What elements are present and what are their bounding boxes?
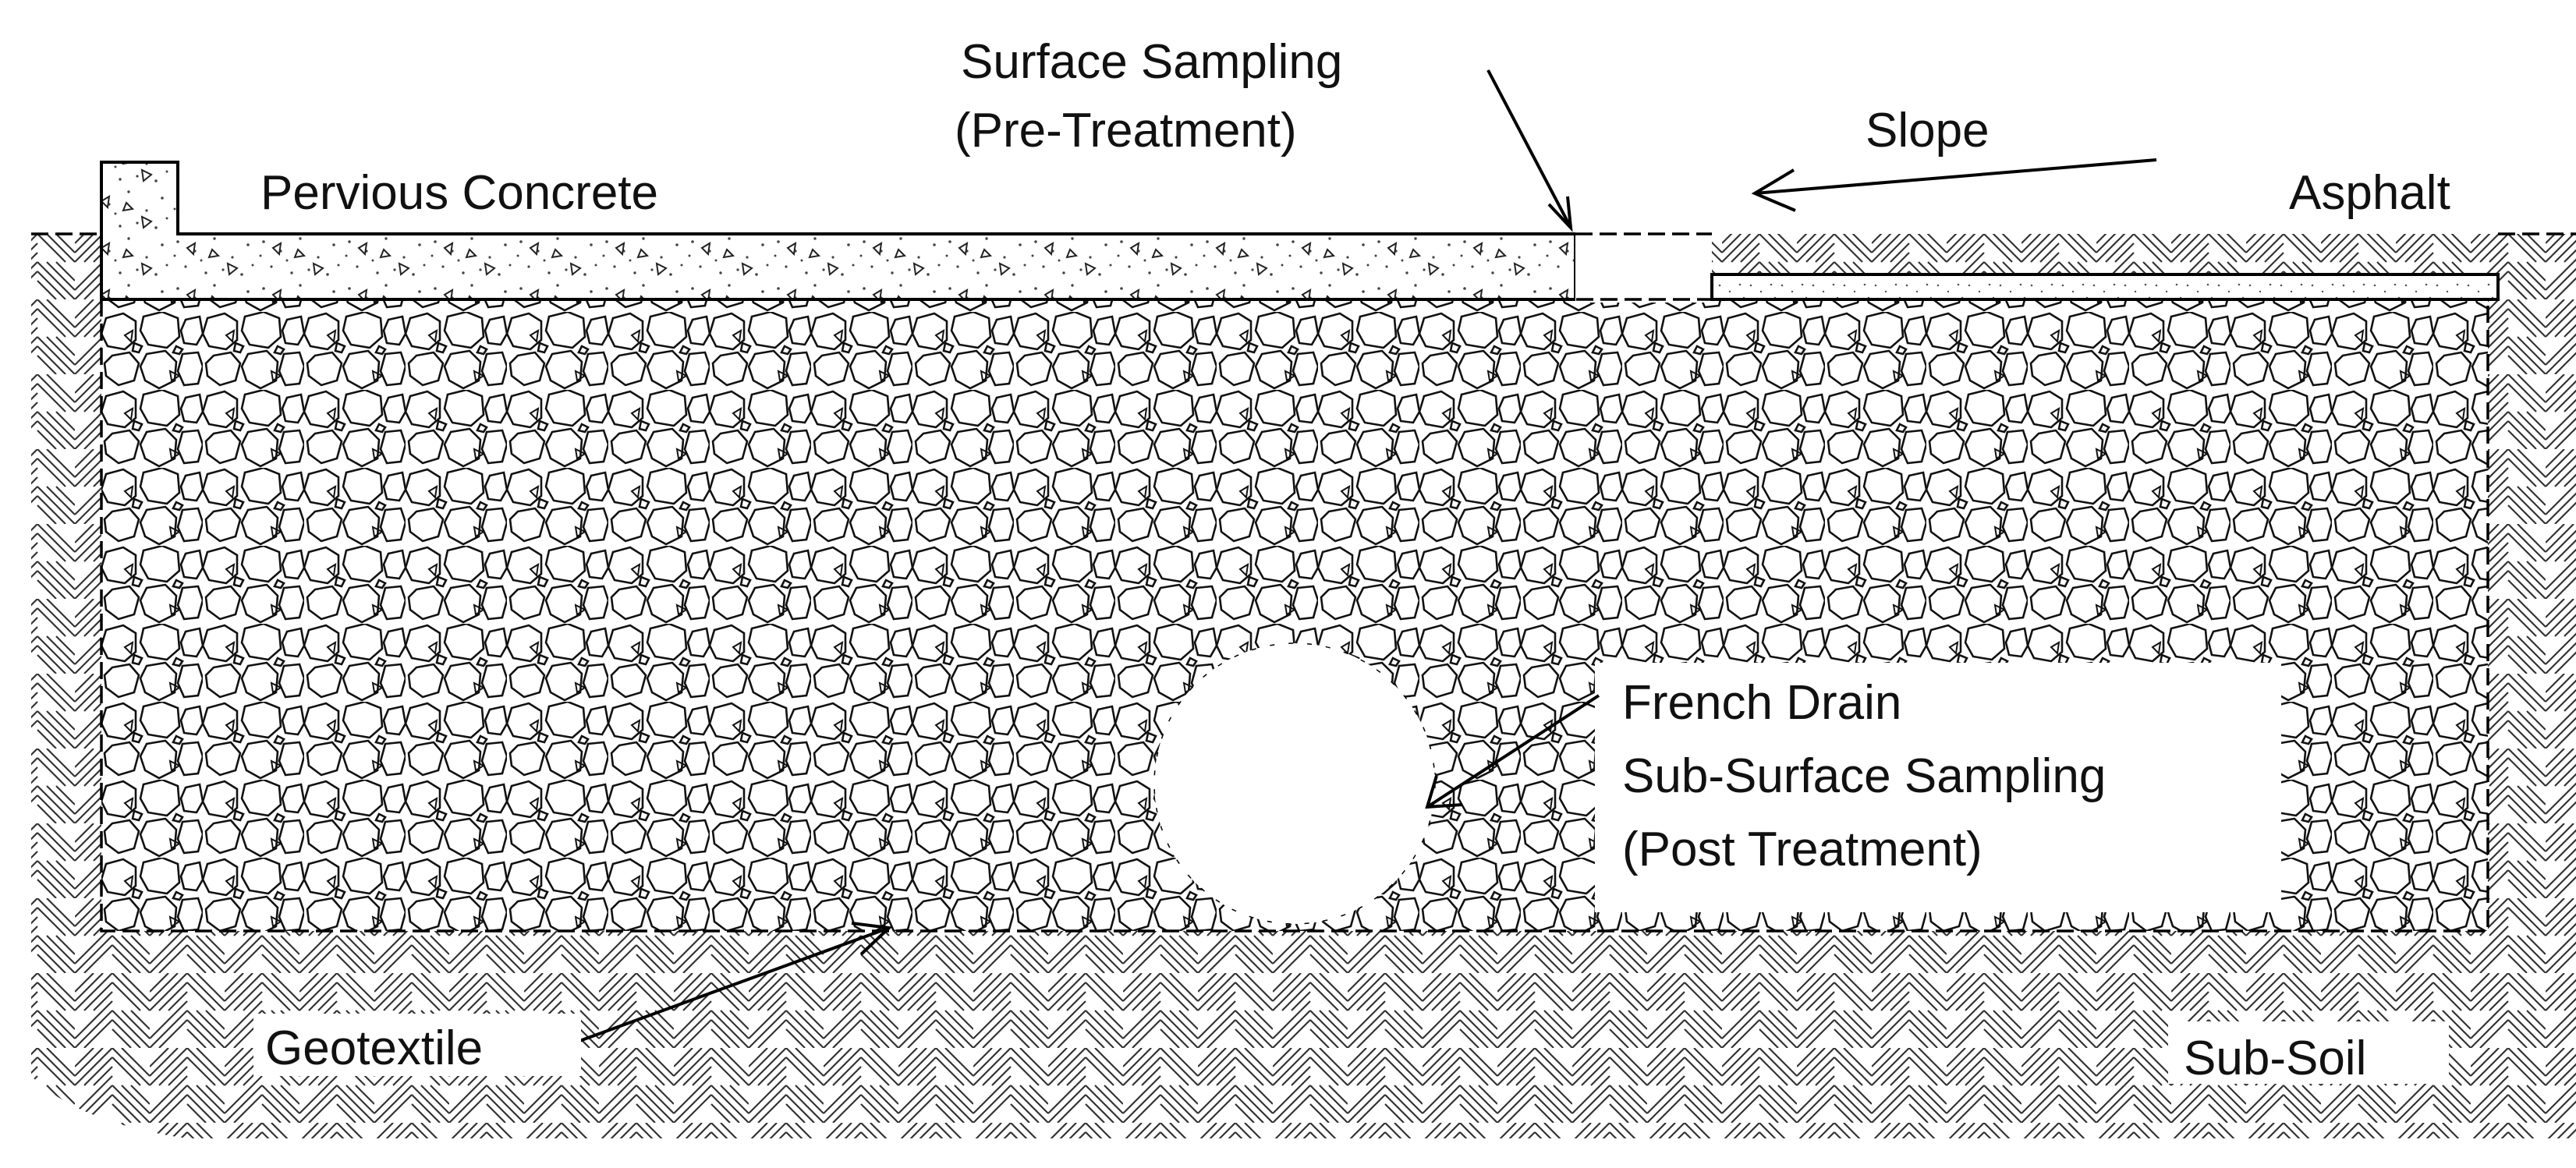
- slope-label: Slope: [1866, 104, 1990, 158]
- surface-sampling-label-line2: (Pre-Treatment): [955, 104, 1297, 158]
- french-drain-label-line1: French Drain: [1622, 676, 1901, 730]
- french-drain-pipe: [1153, 642, 1436, 925]
- pervious-concrete-label: Pervious Concrete: [260, 166, 658, 220]
- french-drain-label-background: [1595, 663, 2281, 912]
- geotextile-label: Geotextile: [265, 1021, 483, 1075]
- geotextile-boundary: [100, 299, 2489, 933]
- french-drain-label-line3: (Post Treatment): [1622, 823, 1982, 876]
- gap: [1575, 231, 1712, 303]
- surface-sampling-arrow: [1486, 69, 1573, 232]
- surface-sampling-label-line1: Surface Sampling: [961, 35, 1342, 89]
- french-drain-label-line2: Sub-Surface Sampling: [1622, 749, 2106, 803]
- french-drain-arrow: [1425, 694, 1600, 809]
- geotextile-arrow: [572, 922, 893, 1045]
- sub-soil-label-background: [2168, 1021, 2449, 1084]
- asphalt-label: Asphalt: [2289, 166, 2450, 220]
- geotextile-label-background: [253, 1014, 581, 1076]
- slope-arrow: [1751, 158, 2157, 212]
- sub-soil-label: Sub-Soil: [2184, 1032, 2366, 1085]
- asphalt-slab: [1710, 273, 2500, 301]
